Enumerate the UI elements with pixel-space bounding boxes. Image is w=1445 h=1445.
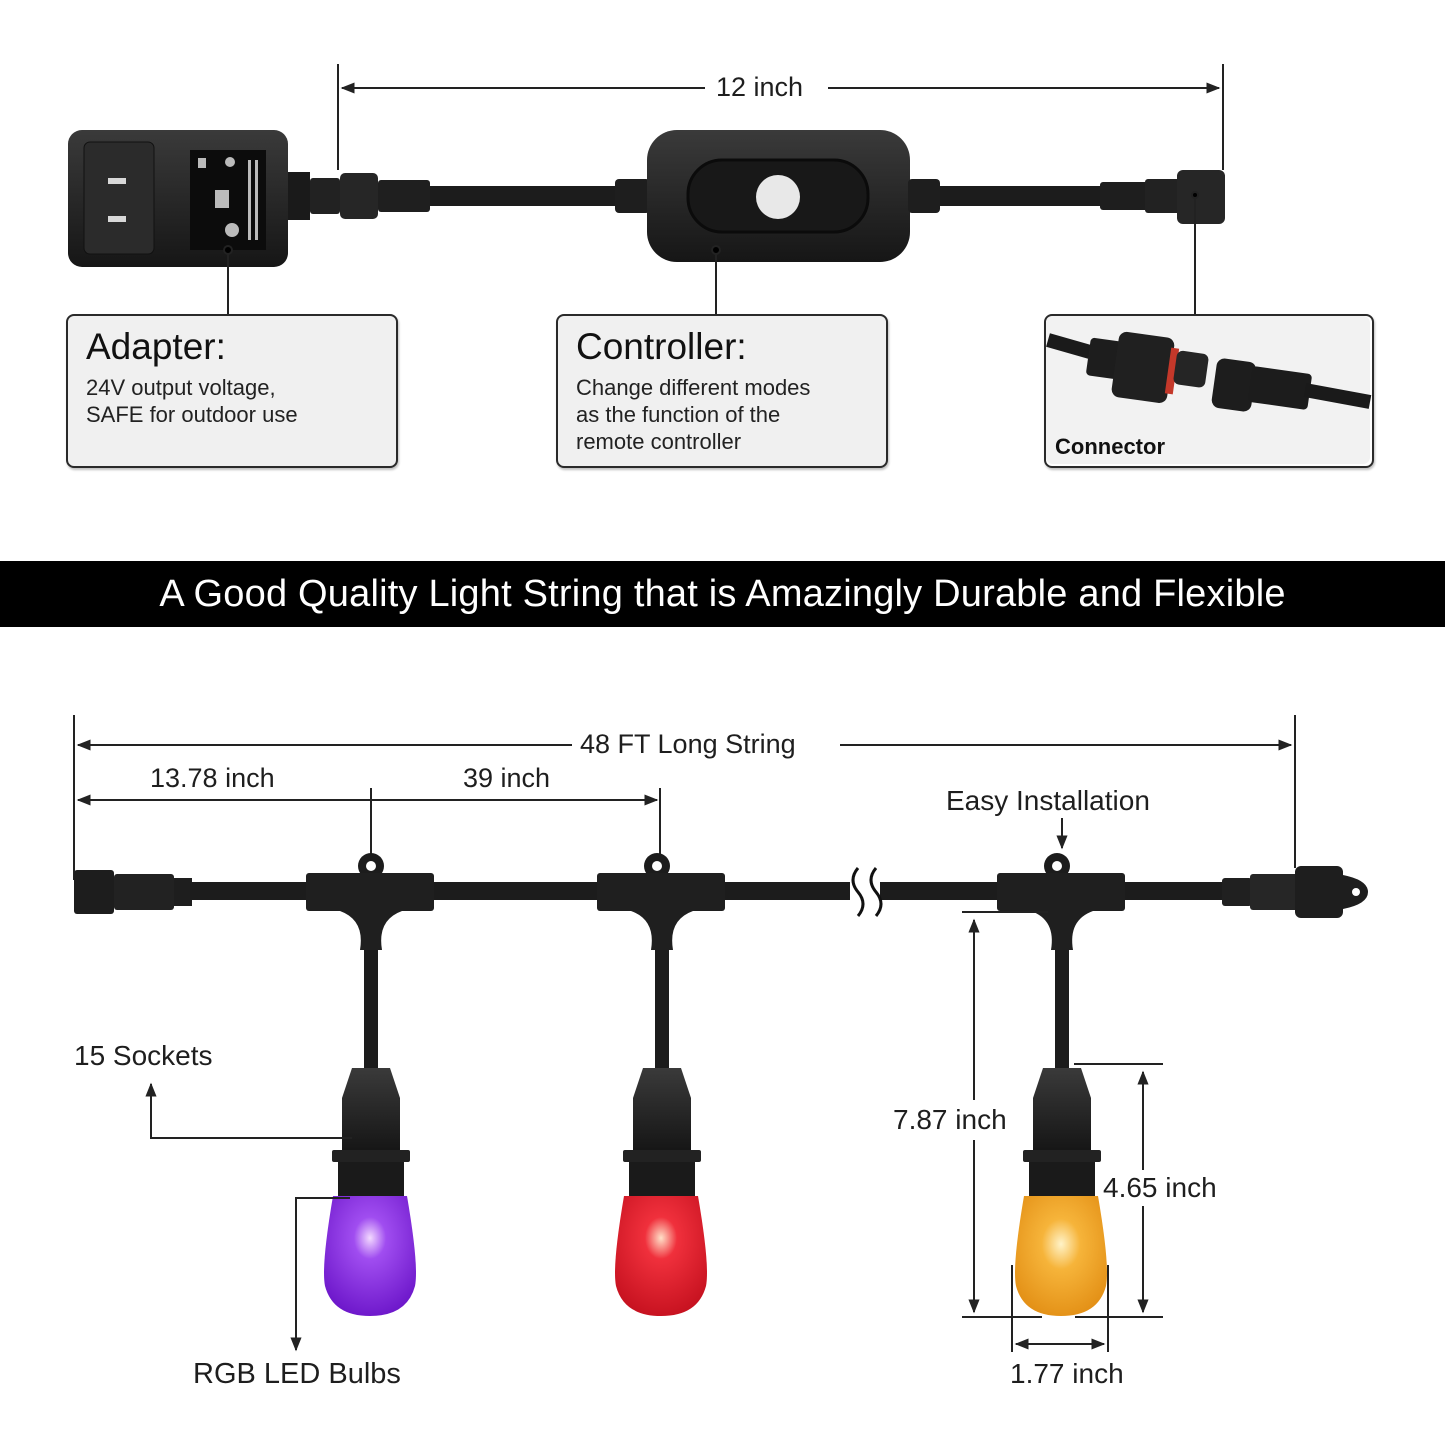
controller-title: Controller: xyxy=(576,326,747,367)
bulb-width-label: 1.77 inch xyxy=(1010,1358,1124,1389)
connector-photo xyxy=(1046,316,1372,464)
socket-1 xyxy=(306,853,434,1316)
first-spacing-label: 13.78 inch xyxy=(150,763,275,793)
bulb-height-label: 4.65 inch xyxy=(1103,1172,1217,1204)
adapter-description: 24V output voltage, SAFE for outdoor use xyxy=(86,375,298,427)
bottom-leader-lines xyxy=(145,911,1163,1352)
socket-3 xyxy=(997,853,1125,1316)
controller-illustration xyxy=(647,130,1225,262)
bottom-dimension-lines xyxy=(73,715,1296,880)
top-leader-lines xyxy=(223,191,1199,314)
top-dimension-line xyxy=(337,64,1224,170)
drop-length-label: 7.87 inch xyxy=(893,1104,1007,1136)
easy-installation-label: Easy Installation xyxy=(946,785,1150,816)
rgb-bulbs-label: RGB LED Bulbs xyxy=(193,1358,401,1390)
adapter-callout: Adapter: 24V output voltage, SAFE for ou… xyxy=(66,314,398,468)
controller-description: Change different modes as the function o… xyxy=(576,375,811,454)
socket-spacing-label: 39 inch xyxy=(463,763,551,793)
socket-2 xyxy=(597,853,725,1316)
adapter-illustration xyxy=(68,130,650,267)
connector-label: Connector xyxy=(1055,434,1165,459)
tagline-banner: A Good Quality Light String that is Amaz… xyxy=(0,561,1445,627)
sockets-count-label: 15 Sockets xyxy=(74,1040,213,1071)
length-12-inch-label: 12 inch xyxy=(708,72,812,102)
connector-callout: Connector xyxy=(1044,314,1374,468)
controller-callout: Controller: Change different modes as th… xyxy=(556,314,888,468)
adapter-title: Adapter: xyxy=(86,326,226,367)
total-length-label: 48 FT Long String xyxy=(572,729,804,759)
